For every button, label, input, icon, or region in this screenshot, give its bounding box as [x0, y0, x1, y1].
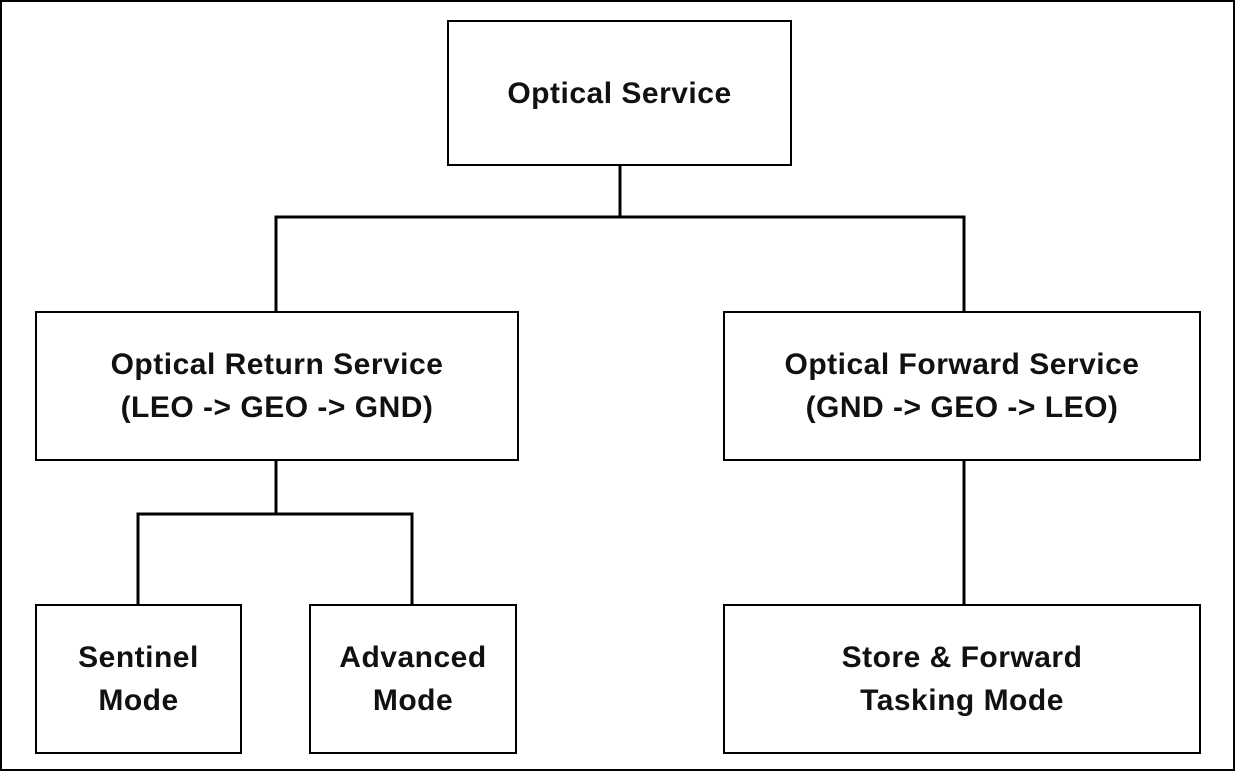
- sentinel-mode-box: Sentinel Mode: [35, 604, 242, 754]
- store-forward-tasking-mode-box: Store & Forward Tasking Mode: [723, 604, 1201, 754]
- optical-forward-service-box: Optical Forward Service (GND -> GEO -> L…: [723, 311, 1201, 461]
- optical-service-label: Optical Service: [507, 76, 732, 110]
- optical-return-service-box: Optical Return Service (LEO -> GEO -> GN…: [35, 311, 519, 461]
- optical-forward-service-label: Optical Forward Service: [784, 348, 1140, 381]
- advanced-mode-box: Advanced Mode: [309, 604, 517, 754]
- optical-return-service-path: (LEO -> GEO -> GND): [120, 391, 434, 424]
- advanced-mode-label-line2: Mode: [372, 684, 454, 717]
- sentinel-mode-label-line1: Sentinel: [78, 641, 199, 674]
- optical-forward-service-path: (GND -> GEO -> LEO): [805, 391, 1119, 424]
- store-forward-label-line2: Tasking Mode: [860, 684, 1064, 717]
- advanced-mode-label-line1: Advanced: [339, 641, 487, 674]
- sentinel-mode-label-line2: Mode: [98, 684, 179, 717]
- store-forward-label-line1: Store & Forward: [841, 641, 1083, 674]
- optical-return-service-label: Optical Return Service: [110, 348, 444, 381]
- optical-service-box: Optical Service: [447, 20, 792, 166]
